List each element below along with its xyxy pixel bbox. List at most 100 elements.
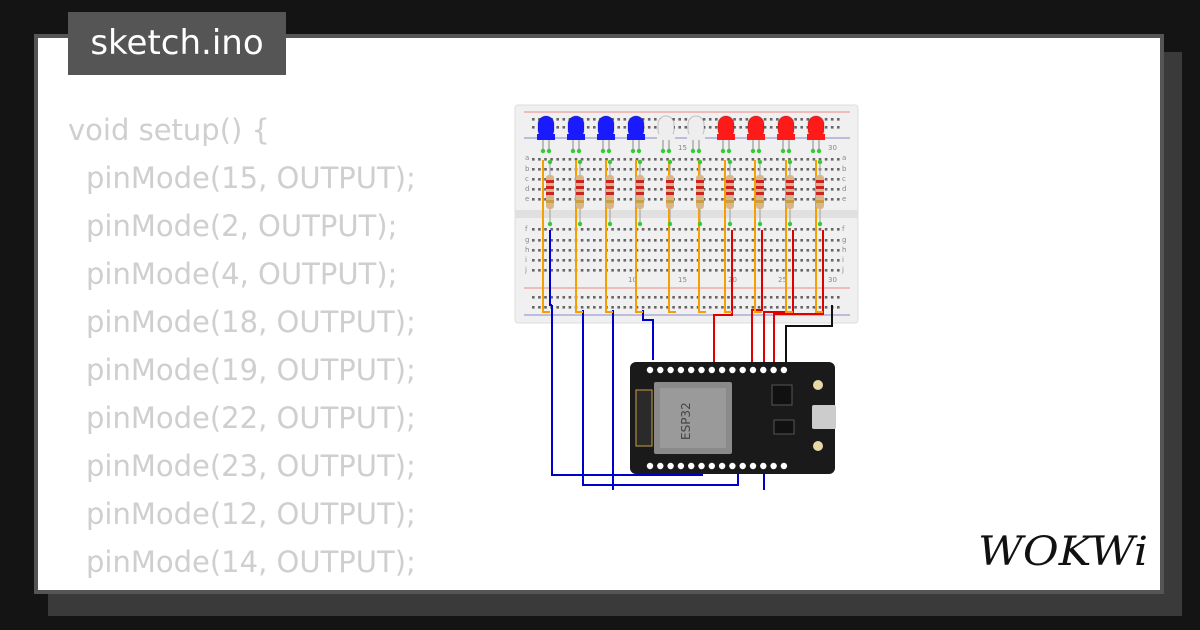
bb-hole <box>751 178 755 181</box>
bb-hole <box>812 228 816 231</box>
bb-hole <box>788 296 791 299</box>
bb-hole <box>788 228 791 231</box>
bb-hole <box>629 198 633 201</box>
bb-hole <box>672 168 675 171</box>
esp32-pin <box>780 366 788 374</box>
bb-hole <box>556 269 559 272</box>
bb-hole <box>629 178 633 181</box>
row-letter-i-left: i <box>525 256 527 264</box>
bb-hole <box>538 269 541 272</box>
bb-hole <box>672 239 675 242</box>
bb-hole <box>751 228 755 231</box>
bb-hole <box>733 269 736 272</box>
row-letter-i-right: i <box>842 256 844 264</box>
bb-hole <box>721 239 724 242</box>
bb-hole <box>824 296 828 299</box>
bb-hole <box>812 178 816 181</box>
bb-hole <box>824 249 828 252</box>
bb-hole <box>623 296 627 299</box>
bb-hole <box>800 188 803 191</box>
bb-hole <box>654 228 657 231</box>
bb-hole <box>708 228 712 231</box>
bb-hole <box>733 306 736 309</box>
bb-hole <box>586 239 590 242</box>
bb-hole <box>824 198 828 201</box>
bb-hole <box>794 249 797 252</box>
bb-hole <box>562 228 566 231</box>
bb-hole <box>532 158 535 161</box>
bb-hole <box>702 118 706 121</box>
resistor-band <box>606 192 614 195</box>
bb-hole <box>776 269 779 272</box>
bb-hole <box>623 178 627 181</box>
bb-hole <box>623 198 627 201</box>
wire-orange-9 <box>785 160 793 313</box>
bb-hole <box>647 296 651 299</box>
bb-hole <box>580 168 584 171</box>
connection-dot <box>750 148 756 154</box>
bb-hole <box>690 158 694 161</box>
bb-hole <box>800 126 803 129</box>
bb-hole <box>641 259 645 262</box>
wire-orange-6 <box>698 160 706 313</box>
bb-hole <box>544 296 547 299</box>
bb-hole <box>733 198 736 201</box>
bb-hole <box>830 239 834 242</box>
bb-hole <box>745 239 749 242</box>
bb-hole <box>794 306 797 309</box>
bb-hole <box>837 259 840 262</box>
wokwi-logo-text: WOKWi <box>978 529 1148 575</box>
bb-hole <box>830 259 834 262</box>
connection-dot <box>576 148 582 154</box>
bb-hole <box>812 168 816 171</box>
bb-hole <box>544 239 547 242</box>
bb-hole <box>782 168 785 171</box>
bb-hole <box>562 168 566 171</box>
resistor-band <box>576 186 584 189</box>
led-base <box>627 134 645 140</box>
bb-hole <box>837 228 840 231</box>
bb-hole <box>702 269 706 272</box>
bb-hole <box>599 249 602 252</box>
code-line-5: pinMode(18, OUTPUT); <box>86 305 416 339</box>
bb-hole <box>776 168 779 171</box>
bb-hole <box>763 126 767 129</box>
bb-hole <box>830 188 834 191</box>
bb-hole <box>739 228 742 231</box>
resistor-band <box>786 200 794 203</box>
bb-hole <box>727 296 730 299</box>
esp32-pin <box>667 462 674 470</box>
bb-hole <box>568 178 572 181</box>
bb-hole <box>800 198 803 201</box>
bb-hole <box>556 168 559 171</box>
code-line-6: pinMode(19, OUTPUT); <box>86 353 416 387</box>
bb-hole <box>599 188 602 191</box>
bb-hole <box>690 306 694 309</box>
resistor-band <box>636 192 644 195</box>
bb-hole <box>727 259 730 262</box>
bb-hole <box>721 188 724 191</box>
bb-hole <box>647 306 651 309</box>
bb-hole <box>647 269 651 272</box>
bb-hole <box>550 259 553 262</box>
bb-hole <box>684 228 688 231</box>
bb-hole <box>532 306 535 309</box>
bb-hole <box>715 269 718 272</box>
bb-hole <box>751 259 755 262</box>
bb-hole <box>745 259 749 262</box>
row-letter-d-left: d <box>525 185 529 193</box>
code-line-11: pinMode(33, OUTPUT); <box>68 586 416 590</box>
bb-hole <box>678 198 681 201</box>
bb-hole <box>678 158 681 161</box>
bb-hole <box>745 249 749 252</box>
bb-hole <box>660 178 663 181</box>
bb-hole <box>769 249 773 252</box>
bb-hole <box>647 239 651 242</box>
bb-hole <box>727 249 730 252</box>
bb-number-bottom-10: 10 <box>628 276 637 284</box>
bb-hole <box>702 168 706 171</box>
resistor-band <box>756 192 764 195</box>
bb-hole <box>568 158 572 161</box>
resistor-band <box>756 186 764 189</box>
usb-chip <box>771 384 793 406</box>
